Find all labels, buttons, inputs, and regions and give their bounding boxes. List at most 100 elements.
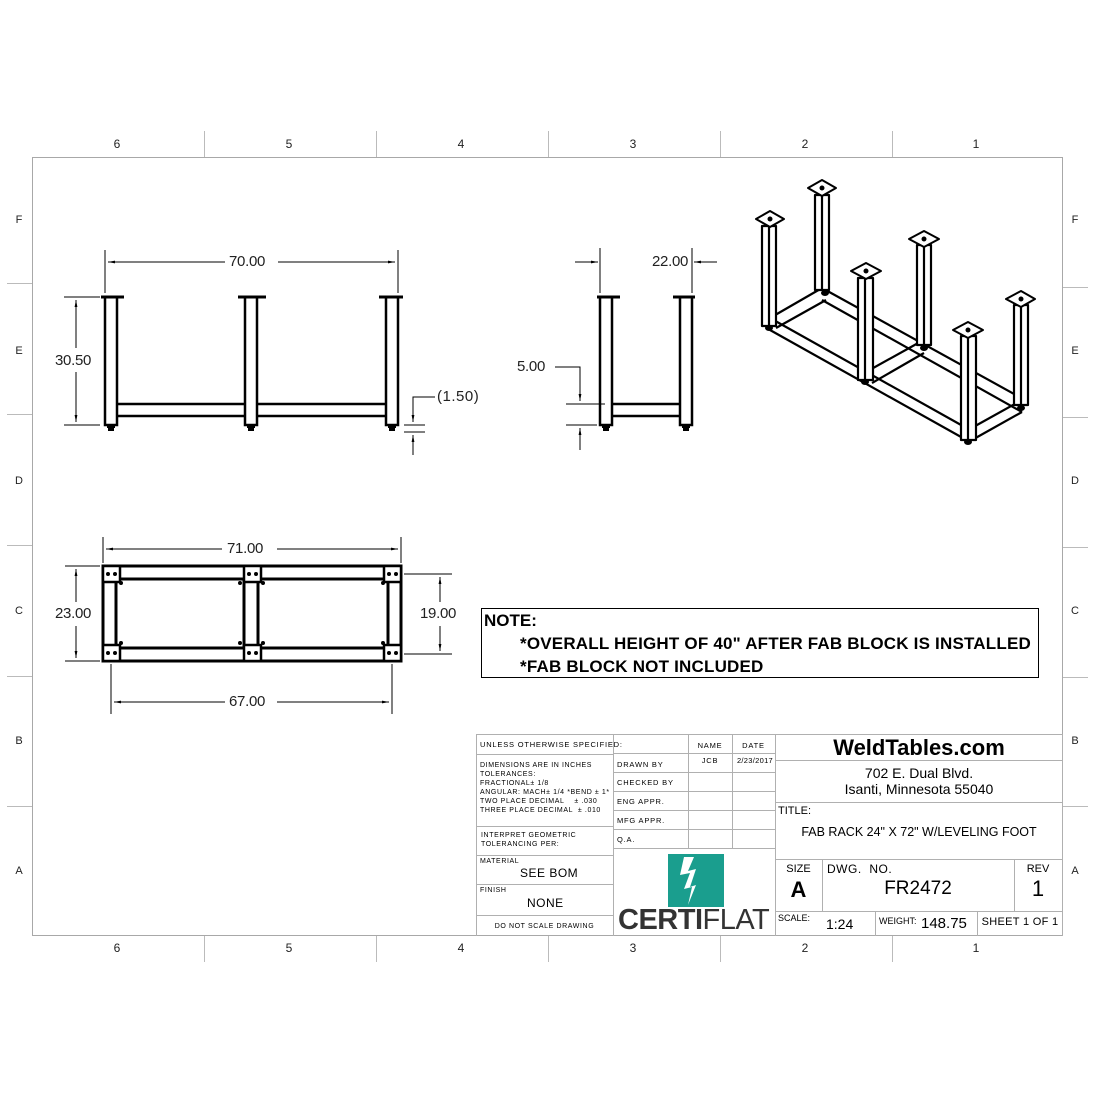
zone-column-label: 5 <box>285 941 293 955</box>
zone-column-label: 3 <box>629 137 637 151</box>
zone-row-label: C <box>15 605 23 617</box>
zone-row-label: F <box>15 214 23 226</box>
zone-column-label: 2 <box>801 941 809 955</box>
size-label: SIZE <box>786 863 811 875</box>
zone-divider <box>892 936 893 962</box>
approval-row-label: Q.A. <box>617 835 636 844</box>
zone-column-label: 5 <box>285 137 293 151</box>
finish-label: FINISH <box>480 887 507 894</box>
zone-row-label: B <box>15 735 23 747</box>
size-value: A <box>790 877 807 902</box>
logo-text-bold: CERTI <box>618 904 703 936</box>
zone-divider <box>7 806 32 807</box>
zone-divider <box>892 131 893 157</box>
approval-row-label: MFG APPR. <box>617 816 666 825</box>
dimension-top-overall-width: 23.00 <box>53 605 94 622</box>
tolerance-line: ANGULAR: MACH± 1/4 *BEND ± 1* <box>480 789 610 796</box>
drawing-title: FAB RACK 24" X 72" W/LEVELING FOOT <box>801 825 1037 839</box>
zone-divider <box>1063 547 1088 548</box>
approvals-date-header: DATE <box>742 741 765 750</box>
tolerance-line: FRACTIONAL± 1/8 <box>480 780 549 787</box>
dimension-top-inner-length: 67.00 <box>227 693 268 710</box>
zone-row-label: B <box>1071 735 1079 747</box>
zone-column-label: 1 <box>972 137 980 151</box>
geometric-tolerance-line: INTERPRET GEOMETRIC <box>481 832 577 839</box>
company-address-line1: 702 E. Dual Blvd. <box>864 765 974 781</box>
zone-divider <box>376 131 377 157</box>
zone-divider <box>1063 417 1088 418</box>
note-line: *OVERALL HEIGHT OF 40" AFTER FAB BLOCK I… <box>520 634 1031 653</box>
drawing-border <box>32 157 1063 936</box>
material-label: MATERIAL <box>480 858 520 865</box>
note-line: *FAB BLOCK NOT INCLUDED <box>520 657 764 676</box>
zone-divider <box>7 676 32 677</box>
dimension-front-overall-length: 70.00 <box>227 253 268 270</box>
drawn-by-name: JCB <box>701 756 719 765</box>
certiflat-logo: CERTIFLAT <box>614 849 775 936</box>
approval-row-label: DRAWN BY <box>617 760 664 769</box>
dimension-top-inner-width: 19.00 <box>418 605 459 622</box>
material-value: SEE BOM <box>520 866 579 880</box>
approval-row-label: ENG APPR. <box>617 797 665 806</box>
side-view <box>555 248 717 450</box>
zone-row-label: D <box>1071 475 1079 487</box>
approvals-name-header: NAME <box>697 741 723 750</box>
dimension-foot-height: (1.50) <box>435 388 482 405</box>
zone-column-label: 6 <box>113 941 121 955</box>
dimension-side-width: 22.00 <box>650 253 691 270</box>
logo-text-light: FLAT <box>702 904 770 936</box>
zone-divider <box>7 414 32 415</box>
zone-divider <box>7 545 32 546</box>
zone-divider <box>204 131 205 157</box>
rev-label: REV <box>1026 863 1050 875</box>
dimension-lower-rail-height: 5.00 <box>515 358 547 375</box>
scale-value: 1:24 <box>826 916 854 932</box>
lightning-bolt-icon <box>668 854 724 907</box>
dwg-no-label: DWG. NO. <box>827 862 893 876</box>
zone-column-label: 3 <box>629 941 637 955</box>
weight-value: 148.75 <box>921 915 967 932</box>
zone-row-label: A <box>15 865 23 877</box>
zone-divider <box>1063 806 1088 807</box>
tolerance-line: TOLERANCES: <box>480 771 536 778</box>
tolerance-header: UNLESS OTHERWISE SPECIFIED: <box>480 740 623 749</box>
tolerance-line: THREE PLACE DECIMAL ± .010 <box>480 807 601 814</box>
top-view <box>65 537 452 714</box>
zone-divider <box>204 936 205 962</box>
zone-column-label: 6 <box>113 137 121 151</box>
company-address-line2: Isanti, Minnesota 55040 <box>844 781 994 797</box>
drawn-by-date: 2/23/2017 <box>736 756 774 765</box>
company-name: WeldTables.com <box>833 735 1005 760</box>
zone-divider <box>720 131 721 157</box>
zone-divider <box>376 936 377 962</box>
zone-column-label: 4 <box>457 137 465 151</box>
zone-row-label: E <box>15 345 23 357</box>
finish-value: NONE <box>527 896 564 910</box>
zone-column-label: 2 <box>801 137 809 151</box>
zone-divider <box>548 131 549 157</box>
zone-divider <box>1063 677 1088 678</box>
geometric-tolerance-line: TOLERANCING PER: <box>481 841 560 848</box>
zone-row-label: F <box>1071 214 1079 226</box>
note-title: NOTE: <box>484 611 537 630</box>
weight-label: WEIGHT: <box>879 916 917 926</box>
zone-divider <box>7 283 32 284</box>
zone-row-label: D <box>15 475 23 487</box>
sheet-number: SHEET 1 OF 1 <box>981 916 1059 928</box>
isometric-view <box>755 179 1036 445</box>
title-block <box>476 734 1063 936</box>
zone-row-label: E <box>1071 345 1079 357</box>
zone-column-label: 4 <box>457 941 465 955</box>
dimension-front-height: 30.50 <box>53 352 94 369</box>
dwg-no-value: FR2472 <box>884 878 952 899</box>
front-view <box>64 250 435 455</box>
do-not-scale-note: DO NOT SCALE DRAWING <box>494 923 595 930</box>
zone-column-label: 1 <box>972 941 980 955</box>
scale-label: SCALE: <box>778 913 811 923</box>
zone-divider <box>1063 287 1088 288</box>
zone-divider <box>720 936 721 962</box>
approval-row-label: CHECKED BY <box>617 778 674 787</box>
rev-value: 1 <box>1031 876 1045 901</box>
zone-divider <box>548 936 549 962</box>
